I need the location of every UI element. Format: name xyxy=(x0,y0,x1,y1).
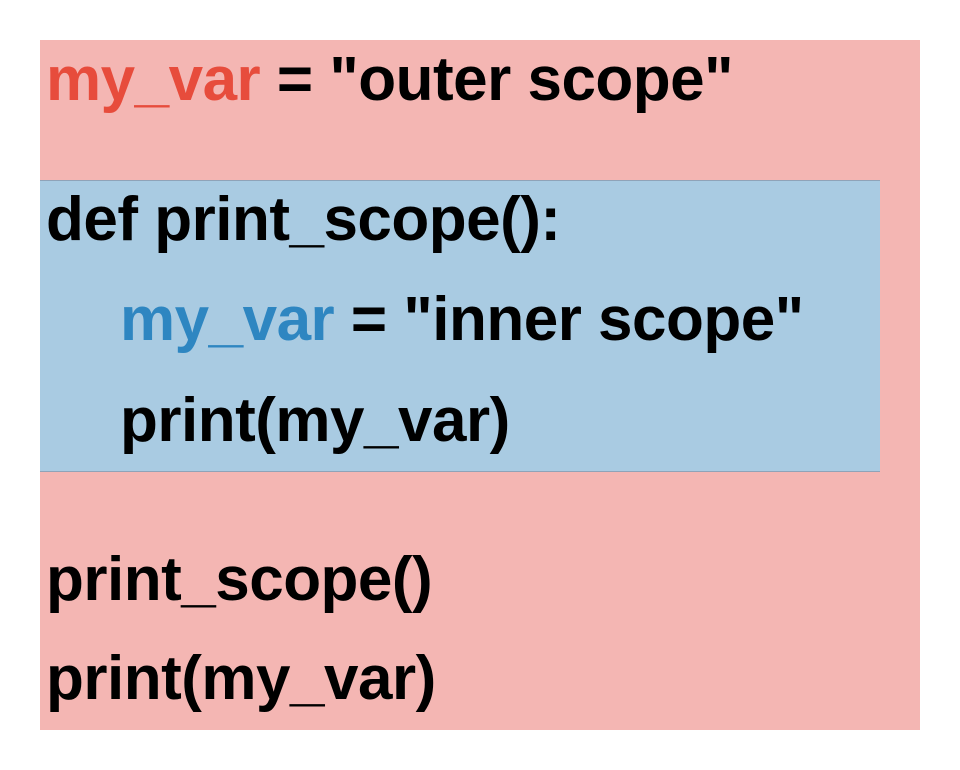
function-call-line: print_scope() xyxy=(46,545,433,614)
outer-assignment-value: = "outer scope" xyxy=(260,45,734,114)
outer-print-line: print(my_var) xyxy=(46,644,436,713)
inner-scope-block xyxy=(40,180,880,472)
outer-assignment-line: my_var = "outer scope" xyxy=(46,49,734,111)
outer-variable-name: my_var xyxy=(46,45,261,114)
inner-assignment-value: = "inner scope" xyxy=(334,285,804,354)
inner-print-line: print(my_var) xyxy=(120,386,510,455)
inner-assignment-line: my_var = "inner scope" xyxy=(120,289,804,351)
inner-variable-name: my_var xyxy=(120,285,335,354)
function-definition-line: def print_scope(): xyxy=(46,185,561,254)
